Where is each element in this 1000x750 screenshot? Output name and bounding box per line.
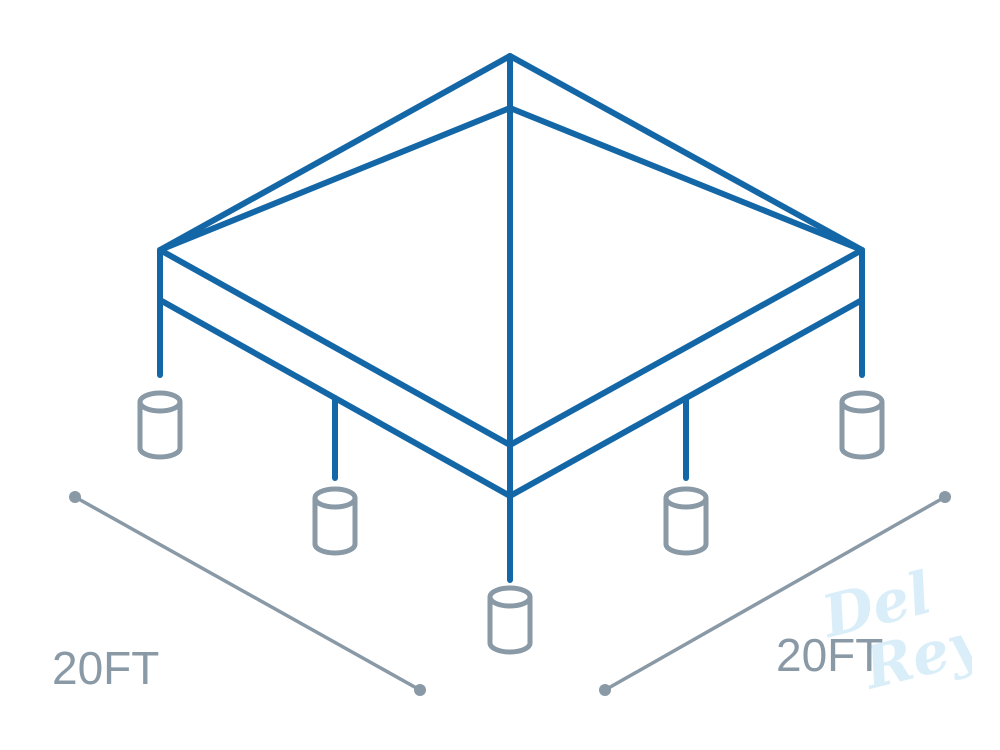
roof-ridge-left [157, 53, 513, 253]
dimension-line-right [599, 491, 951, 696]
weight-mid-left [312, 486, 358, 556]
weight-mid-right [663, 486, 709, 556]
weight-corner-left [137, 390, 183, 460]
dimension-lines [69, 491, 951, 696]
roof-inner-ridge-right [507, 105, 865, 253]
roof-inner-ridge-left [157, 105, 513, 253]
roof-front-edge-right [507, 247, 865, 448]
tent-frame [157, 53, 865, 583]
weight-corner-right [839, 390, 885, 460]
ballast-weights [137, 390, 885, 655]
dimension-label-left: 20FT [52, 642, 160, 694]
dimension-line-left [69, 491, 426, 696]
roof-ridge-right [507, 53, 865, 253]
weight-front-center [487, 585, 533, 655]
roof-front-edge-left [157, 247, 513, 448]
dimension-label-right: 20FT [776, 629, 884, 681]
